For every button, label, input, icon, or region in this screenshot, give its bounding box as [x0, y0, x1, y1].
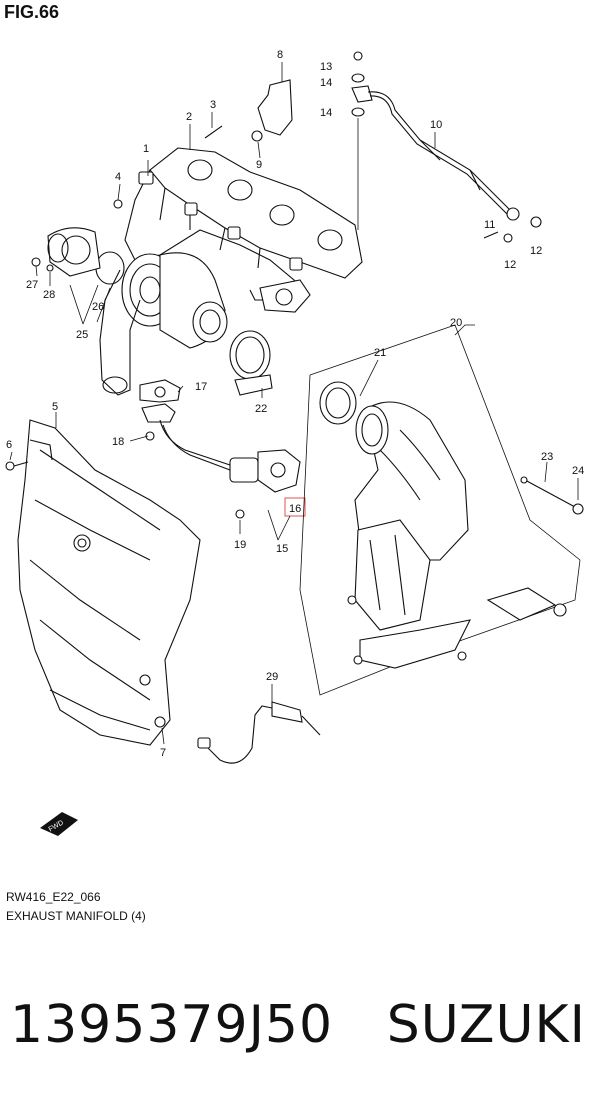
- exhaust-manifold-drawing: [124, 147, 363, 313]
- diagram-code: RW416_E22_066: [6, 890, 101, 904]
- part-number: 1395379J50: [10, 995, 334, 1055]
- callout-29: 29: [266, 671, 278, 683]
- oxygen-sensor-drawing: [197, 701, 321, 764]
- nut-4-drawing: [113, 199, 123, 209]
- bolt-23-drawing: [524, 479, 576, 508]
- oil-pipe-10-drawing: [351, 51, 542, 243]
- callout-3: 3: [210, 99, 216, 111]
- bolt-6-drawing: [5, 461, 15, 471]
- callout-26: 26: [92, 301, 104, 313]
- bolt-9-drawing: [251, 130, 263, 142]
- callout-labels: 1 2 3 4 5 6 7 8 9 10 11 12 12 13 14 14 1…: [6, 49, 584, 759]
- callout-25: 25: [76, 329, 88, 341]
- heat-shield-drawing: [17, 419, 201, 746]
- figure-title: FIG.66: [4, 2, 60, 22]
- callout-4: 4: [115, 171, 121, 183]
- stud-3-drawing: [204, 125, 223, 139]
- callout-14b: 14: [320, 107, 332, 119]
- callout-9: 9: [256, 159, 262, 171]
- forward-direction-arrow: FWD: [40, 812, 78, 836]
- callout-14a: 14: [320, 77, 332, 89]
- callout-22: 22: [255, 403, 267, 415]
- callout-7: 7: [160, 747, 166, 759]
- turbocharger-drawing: [99, 252, 228, 396]
- callout-1: 1: [143, 143, 149, 155]
- callout-2: 2: [186, 111, 192, 123]
- callout-17: 17: [195, 381, 207, 393]
- callout-23: 23: [541, 451, 553, 463]
- leader-lines: [9, 62, 579, 745]
- callout-12a: 12: [504, 259, 516, 271]
- catalytic-converter-drawing: [347, 401, 567, 669]
- callout-15: 15: [276, 543, 288, 555]
- oil-pipe-drawing: [139, 379, 301, 519]
- callout-18: 18: [112, 436, 124, 448]
- callout-21: 21: [374, 347, 386, 359]
- callout-27: 27: [26, 279, 38, 291]
- callout-24: 24: [572, 465, 584, 477]
- bolt-7-drawing: [154, 716, 166, 728]
- catalytic-converter-outline: [299, 324, 581, 696]
- brand-name: SUZUKI: [386, 995, 586, 1055]
- callout-16-highlight: [284, 497, 306, 517]
- exploded-parts-diagram: FWD 1 2 3 4 5 6 7 8 9 10 11 12 12 13 14 …: [5, 49, 584, 836]
- callout-8: 8: [277, 49, 283, 61]
- callout-6: 6: [6, 439, 12, 451]
- diagram-name: EXHAUST MANIFOLD (4): [6, 909, 146, 923]
- callout-11: 11: [484, 219, 495, 231]
- washer-24-drawing: [572, 503, 584, 515]
- callout-5: 5: [52, 401, 58, 413]
- gasket-21-drawing: [319, 381, 357, 425]
- inlet-flange-drawing: [47, 227, 101, 277]
- callout-10: 10: [430, 119, 442, 131]
- callout-28: 28: [43, 289, 55, 301]
- callout-20: 20: [450, 317, 462, 329]
- callout-13: 13: [320, 61, 332, 73]
- callout-16: 16: [289, 503, 301, 515]
- callout-19: 19: [234, 539, 246, 551]
- callout-12b: 12: [530, 245, 542, 257]
- bracket-8-drawing: [257, 79, 293, 136]
